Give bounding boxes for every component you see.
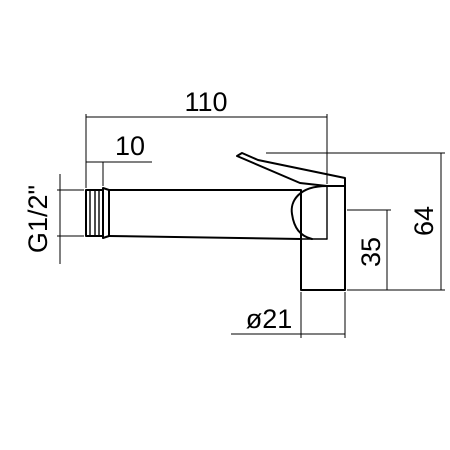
lever [236, 152, 346, 187]
dimension-overall-length: 110 [85, 87, 328, 188]
dimension-body-height: 35 [347, 209, 391, 290]
dimension-height: 64 [266, 152, 445, 291]
height-label: 64 [409, 206, 439, 236]
overall-length-label: 110 [184, 87, 227, 117]
thread-length-label: 10 [115, 131, 145, 161]
bidet-spray-outline [85, 152, 346, 291]
dimension-thread-size: G1/2" [23, 174, 84, 264]
body-height-label: 35 [356, 237, 386, 267]
thread-size-label: G1/2" [23, 185, 53, 253]
spray-barrel [108, 189, 302, 240]
dimension-diameter: ø21 [231, 292, 346, 338]
barrel-nose [290, 185, 328, 240]
connector-collar [102, 187, 110, 239]
dimension-thread-length: 10 [86, 131, 152, 186]
diameter-label: ø21 [246, 304, 293, 334]
